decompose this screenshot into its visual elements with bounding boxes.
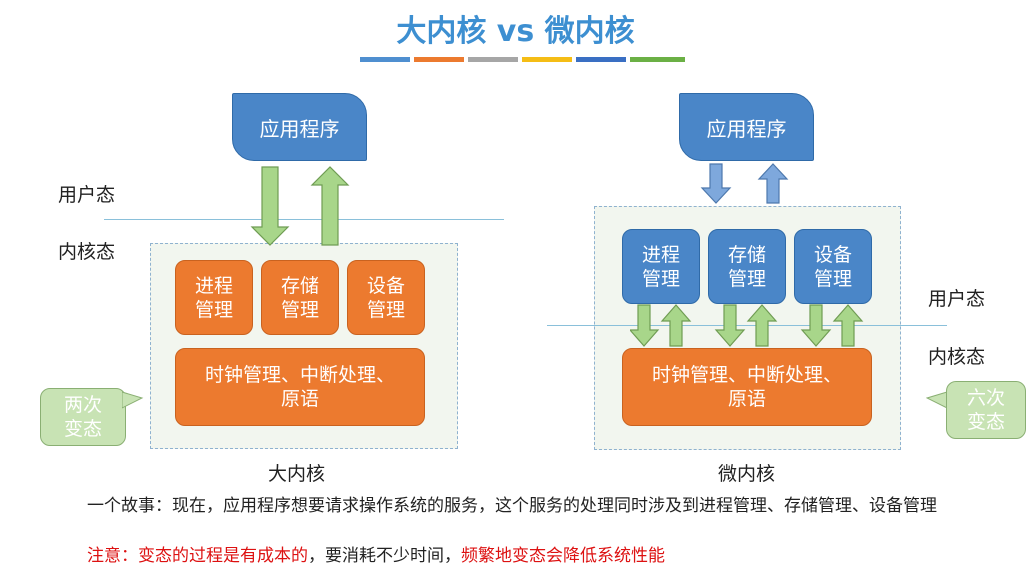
right-arrow-storage-down xyxy=(714,304,746,347)
right-kernel-mode-label: 内核态 xyxy=(928,346,986,368)
stripe-1 xyxy=(360,57,410,62)
right-arrow-device-down xyxy=(800,304,832,347)
right-app-label: 应用程序 xyxy=(706,116,787,141)
left-module-device: 设备管理 xyxy=(347,260,425,335)
right-top-up-arrow xyxy=(757,163,789,204)
right-caption: 微内核 xyxy=(718,463,776,485)
right-top-down-arrow xyxy=(700,163,732,204)
page-title: 大内核 vs 微内核 xyxy=(396,14,635,49)
right-app-box: 应用程序 xyxy=(679,93,814,161)
right-module-process: 进程管理 xyxy=(622,229,700,304)
right-top-arrows xyxy=(700,163,789,204)
right-module-device-l2: 管理 xyxy=(813,267,852,290)
left-kernel-mode-label: 内核态 xyxy=(58,241,116,263)
right-module-process-l2: 管理 xyxy=(641,267,680,290)
right-callout-pointer xyxy=(926,391,948,409)
right-callout: 六次变态 xyxy=(946,381,1026,439)
note-part-3: 频繁地变态会降低系统性能 xyxy=(461,546,665,566)
stripe-3 xyxy=(468,57,518,62)
left-callout-pointer xyxy=(122,391,144,409)
right-mid-arrows xyxy=(630,304,864,347)
right-clock-l2: 原语 xyxy=(727,388,766,410)
right-module-storage: 存储管理 xyxy=(708,229,786,304)
right-module-device-l1: 设备 xyxy=(813,243,852,266)
left-arrows xyxy=(250,166,350,246)
left-clock-box: 时钟管理、中断处理、原语 xyxy=(175,348,425,426)
left-mode-boundary xyxy=(104,219,504,220)
right-arrow-device-up xyxy=(832,304,864,347)
stripe-5 xyxy=(576,57,626,62)
right-clock-l1: 时钟管理、中断处理、 xyxy=(651,364,842,386)
left-callout-l2: 变态 xyxy=(63,418,102,440)
stripe-6 xyxy=(630,57,685,62)
right-arrow-storage-up xyxy=(746,304,778,347)
left-down-arrow xyxy=(250,166,290,246)
left-module-process: 进程管理 xyxy=(175,260,253,335)
right-arrow-process-down xyxy=(630,304,660,347)
left-up-arrow xyxy=(310,166,350,246)
left-module-process-l1: 进程 xyxy=(194,274,233,297)
left-clock-l2: 原语 xyxy=(280,388,319,410)
right-clock-box: 时钟管理、中断处理、原语 xyxy=(622,348,872,426)
note-text: 注意：变态的过程是有成本的，要消耗不少时间，频繁地变态会降低系统性能 xyxy=(87,541,665,566)
left-module-device-l2: 管理 xyxy=(366,298,405,321)
left-user-mode-label: 用户态 xyxy=(58,184,116,206)
right-module-device: 设备管理 xyxy=(794,229,872,304)
left-app-label: 应用程序 xyxy=(259,116,340,141)
stripe-4 xyxy=(522,57,572,62)
left-callout-l1: 两次 xyxy=(63,394,102,416)
right-arrow-process-up xyxy=(660,304,692,347)
left-clock-l1: 时钟管理、中断处理、 xyxy=(204,364,395,386)
left-callout: 两次变态 xyxy=(40,388,126,446)
note-part-2: ，要消耗不少时间， xyxy=(308,546,461,566)
right-callout-l1: 六次 xyxy=(966,387,1005,409)
note-part-1: 注意：变态的过程是有成本的 xyxy=(87,546,308,566)
right-module-process-l1: 进程 xyxy=(641,243,680,266)
left-module-storage-l1: 存储 xyxy=(280,274,319,297)
left-caption: 大内核 xyxy=(268,463,326,485)
left-module-storage: 存储管理 xyxy=(261,260,339,335)
right-module-storage-l1: 存储 xyxy=(727,243,766,266)
stripe-2 xyxy=(414,57,464,62)
left-module-storage-l2: 管理 xyxy=(280,298,319,321)
left-app-box: 应用程序 xyxy=(232,93,367,161)
right-mode-boundary xyxy=(547,325,947,326)
left-module-process-l2: 管理 xyxy=(194,298,233,321)
left-module-device-l1: 设备 xyxy=(366,274,405,297)
right-module-storage-l2: 管理 xyxy=(727,267,766,290)
right-callout-l2: 变态 xyxy=(966,411,1005,433)
right-user-mode-label: 用户态 xyxy=(928,288,986,310)
story-text: 一个故事：现在，应用程序想要请求操作系统的服务，这个服务的处理同时涉及到进程管理… xyxy=(87,496,937,516)
